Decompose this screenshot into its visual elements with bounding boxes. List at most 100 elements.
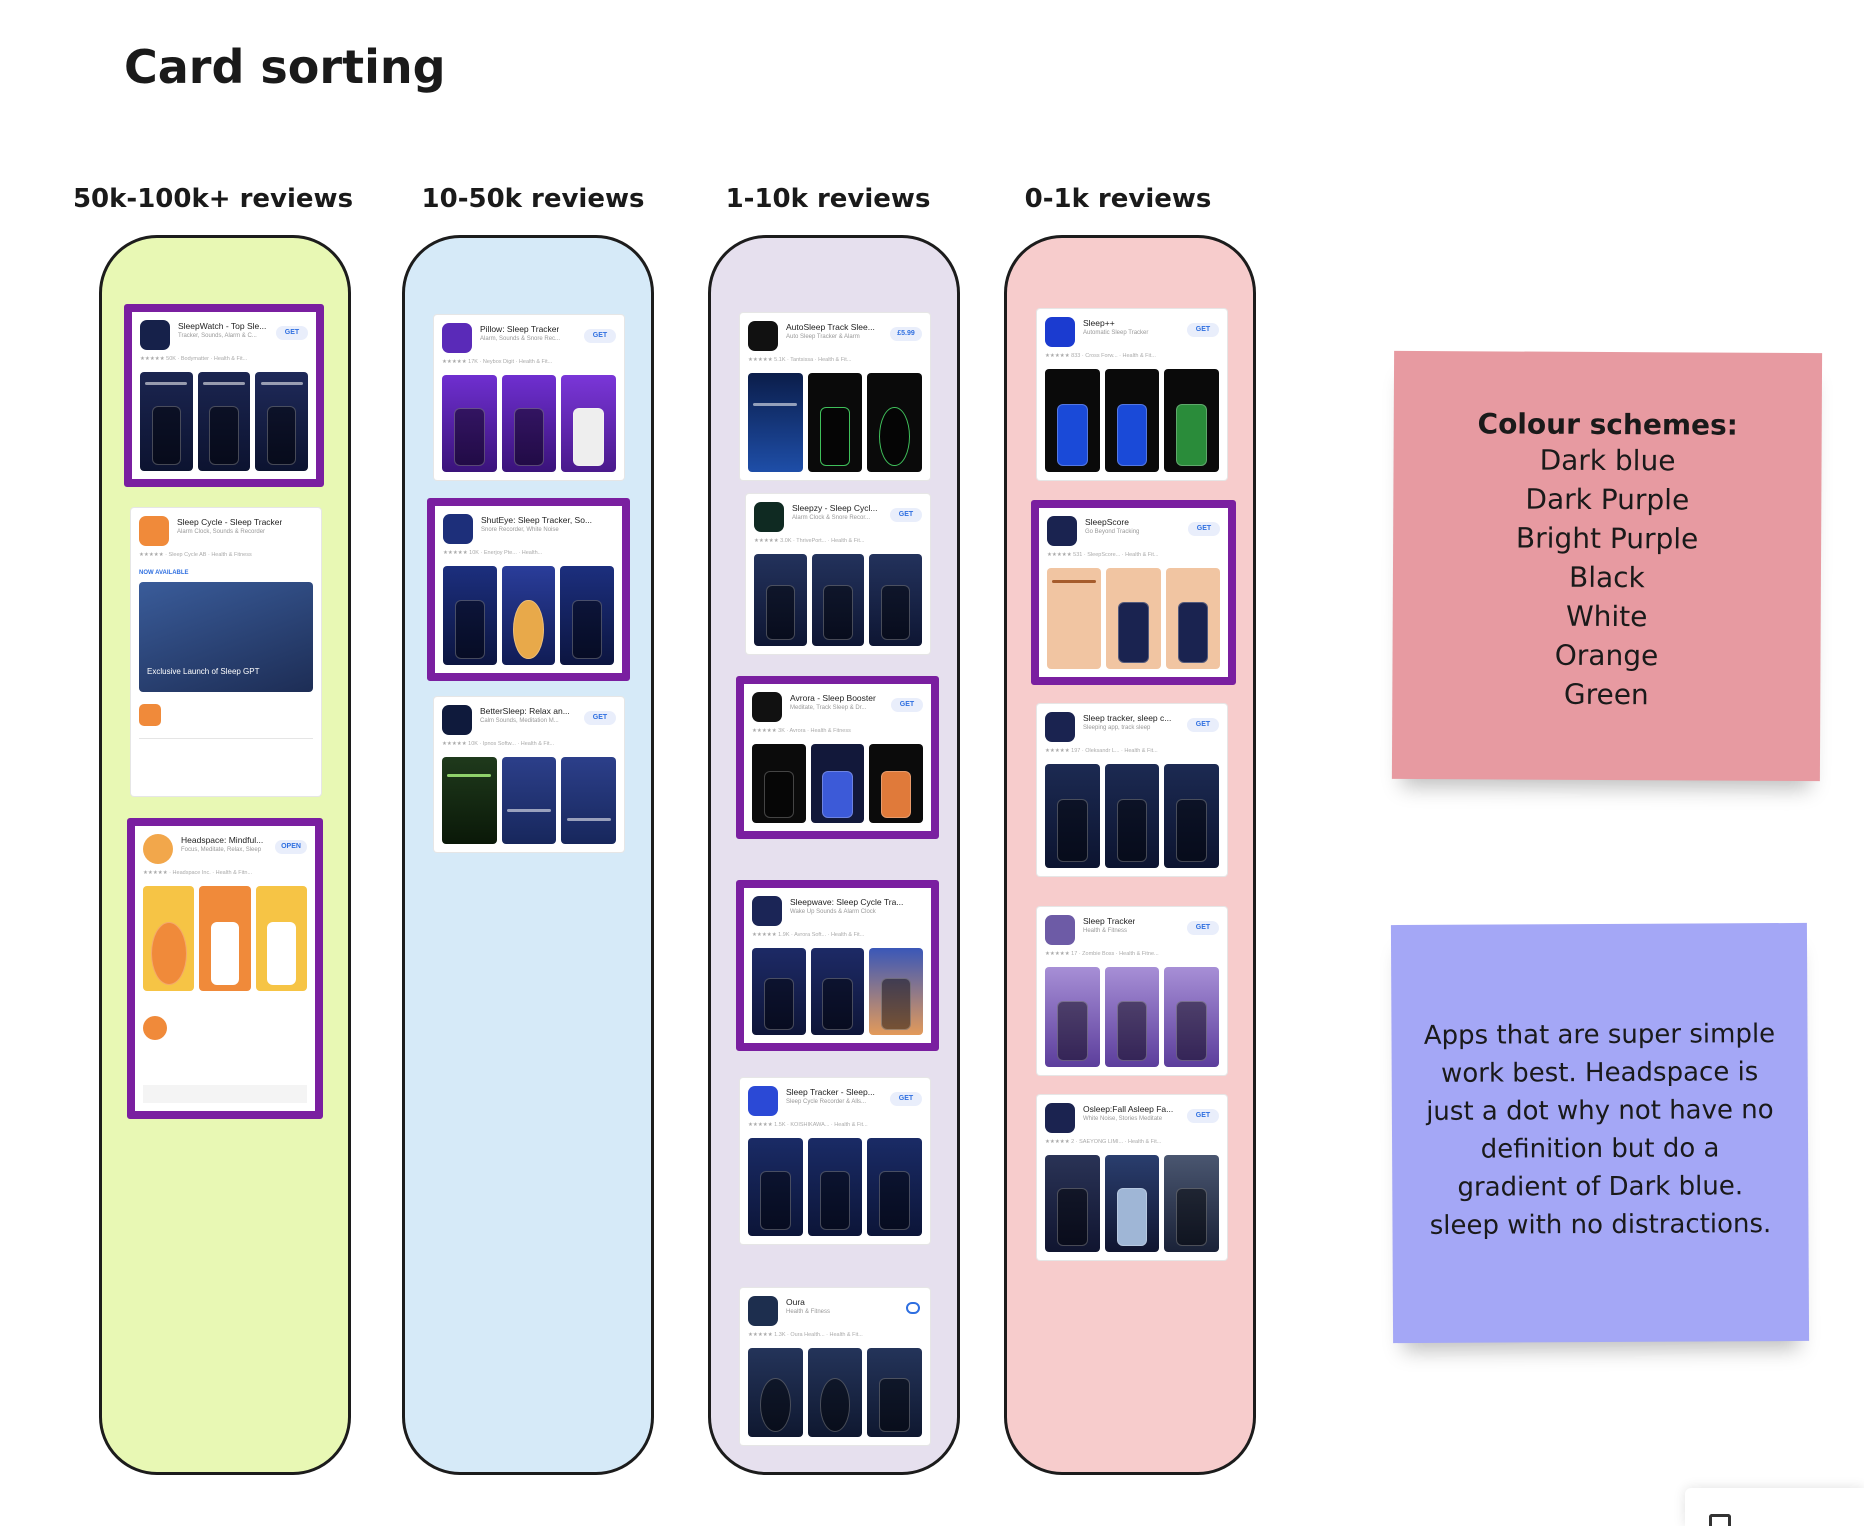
app-meta: ★★★★★ 531 · SleepScore... · Health & Fit…: [1047, 552, 1159, 558]
moon-icon: [752, 896, 782, 926]
app-meta: ★★★★★ 197 · Oleksandr L... · Health & Fi…: [1045, 748, 1158, 754]
get-button[interactable]: GET: [890, 1092, 922, 1106]
screenshots: [1045, 369, 1220, 472]
download-cloud-icon[interactable]: [906, 1302, 920, 1314]
screenshot: [501, 566, 556, 665]
screenshot: [748, 373, 803, 472]
screenshots: [442, 757, 617, 844]
screenshot: [1045, 967, 1100, 1067]
screenshots: [748, 1348, 923, 1437]
screenshots: [1045, 967, 1220, 1067]
get-button[interactable]: GET: [1187, 323, 1219, 337]
app-subtitle: Alarm Clock & Snore Recor...: [792, 515, 871, 521]
avrora-icon: [752, 692, 782, 722]
calendar-icon[interactable]: [1709, 1514, 1731, 1526]
screenshot: [255, 372, 309, 471]
get-button[interactable]: GET: [1187, 921, 1219, 935]
note-line: Dark Purple: [1525, 482, 1690, 517]
screenshot: [867, 373, 923, 472]
app-card-sleepwatch[interactable]: SleepWatch - Top Sle... Tracker, Sounds,…: [124, 304, 324, 487]
divider: [139, 738, 313, 739]
app-name: SleepWatch - Top Sle...: [178, 321, 267, 331]
app-card-shuteye[interactable]: ShutEye: Sleep Tracker, So... Snore Reco…: [427, 498, 630, 681]
app-card-avrora[interactable]: Avrora - Sleep Booster Meditate, Track S…: [736, 676, 939, 839]
screenshots: [443, 566, 615, 665]
screenshot: [752, 744, 806, 823]
get-button[interactable]: GET: [1187, 718, 1219, 732]
sticky-note-insight[interactable]: Apps that are super simple work best. He…: [1390, 922, 1810, 1344]
app-card-oura[interactable]: Oura Health & Fitness ★★★★★ 1.3K · Oura …: [740, 1288, 930, 1445]
app-meta: ★★★★★ 10K · Ipnos Softw... · Health & Fi…: [442, 741, 555, 747]
screenshots: [1045, 764, 1220, 868]
app-card-autosleep[interactable]: AutoSleep Track Slee... Auto Sleep Track…: [740, 313, 930, 480]
note-line: Dark blue: [1539, 443, 1676, 478]
screenshots: [1047, 568, 1220, 669]
app-name: SleepScore: [1085, 517, 1129, 527]
app-card-bettersleep[interactable]: BetterSleep: Relax an... Calm Sounds, Me…: [434, 697, 624, 852]
app-subtitle: Meditate, Track Sleep & Dr...: [790, 705, 867, 711]
headspace-dot-icon: [143, 834, 173, 864]
app-subtitle: Focus, Meditate, Relax, Sleep: [181, 847, 262, 853]
now-available-tag: NOW AVAILABLE: [139, 570, 189, 576]
get-button[interactable]: GET: [1188, 522, 1220, 536]
screenshots: [140, 372, 309, 471]
app-meta: ★★★★★ 10K · Enerjoy Pte... · Health...: [443, 550, 543, 556]
screenshot: [1164, 369, 1220, 472]
screenshot: [197, 372, 251, 471]
app-card-sleepscore[interactable]: SleepScore Go Beyond Tracking GET ★★★★★ …: [1031, 500, 1236, 685]
board-title: Card sorting: [124, 40, 446, 94]
get-button[interactable]: GET: [584, 329, 616, 343]
get-button[interactable]: GET: [890, 508, 922, 522]
app-subtitle: Sleep Cycle Recorder & Alls...: [786, 1099, 867, 1105]
promo-text: Exclusive Launch of Sleep GPT: [147, 667, 260, 676]
screenshots: [442, 375, 617, 472]
screenshot: [807, 1138, 863, 1236]
app-card-sleeptracker-3[interactable]: Sleep Tracker Health & Fitness GET ★★★★★…: [1037, 907, 1227, 1075]
app-subtitle: White Noise, Stories Meditate: [1083, 1116, 1163, 1122]
app-meta: ★★★★★ · Sleep Cycle AB · Health & Fitnes…: [139, 552, 252, 558]
app-card-pillow[interactable]: Pillow: Sleep Tracker Alarm, Sounds & Sn…: [434, 315, 624, 480]
toolbar-widget[interactable]: [1685, 1488, 1864, 1526]
get-button[interactable]: GET: [891, 698, 923, 712]
column-header-10-50k: 10-50k reviews: [421, 184, 645, 214]
column-10-50k: Pillow: Sleep Tracker Alarm, Sounds & Sn…: [402, 235, 654, 1475]
app-subtitle: Sleeping app, track sleep: [1083, 725, 1151, 731]
screenshot: [869, 554, 923, 646]
promo-banner[interactable]: Exclusive Launch of Sleep GPT: [139, 582, 313, 692]
screenshot: [199, 886, 251, 991]
app-card-sleepzy[interactable]: Sleepzy - Sleep Cycl... Alarm Clock & Sn…: [746, 494, 930, 654]
app-subtitle: Health & Fitness: [786, 1309, 831, 1315]
pillow-icon: [442, 323, 472, 353]
app-card-sleeptracker-2[interactable]: Sleep tracker, sleep c... Sleeping app, …: [1037, 704, 1227, 876]
screenshot: [748, 1348, 803, 1437]
app-subtitle: Snore Recorder, White Noise: [481, 527, 559, 533]
note-line: Bright Purple: [1515, 521, 1699, 556]
app-card-osleep[interactable]: Osleep:Fall Asleep Fa... White Noise, St…: [1037, 1095, 1227, 1260]
app-subtitle: Alarm, Sounds & Snore Rec...: [480, 336, 561, 342]
screenshots: [754, 554, 923, 646]
note-line: Orange: [1554, 638, 1659, 673]
screenshot: [561, 757, 617, 844]
app-subtitle: Auto Sleep Tracker & Alarm: [786, 334, 860, 340]
app-card-headspace[interactable]: Headspace: Mindful... Focus, Meditate, R…: [127, 818, 323, 1119]
screenshots: [143, 886, 307, 991]
app-card-sleeppp[interactable]: Sleep++ Automatic Sleep Tracker GET ★★★★…: [1037, 309, 1227, 480]
get-button[interactable]: GET: [584, 711, 616, 725]
open-button[interactable]: OPEN: [275, 840, 307, 854]
app-subtitle: Wake Up Sounds & Alarm Clock: [790, 909, 876, 915]
sticky-note-colour-schemes[interactable]: Colour schemes: Dark blue Dark Purple Br…: [1391, 350, 1823, 782]
price-button[interactable]: £5.99: [890, 327, 922, 341]
app-meta: ★★★★★ · Headspace Inc. · Health & Fitn..…: [143, 870, 253, 876]
app-subtitle: Calm Sounds, Meditation M...: [480, 718, 559, 724]
alarm-clock-icon: [139, 516, 169, 546]
get-button[interactable]: GET: [276, 326, 308, 340]
screenshot: [810, 948, 865, 1035]
app-card-sleeptracker-1[interactable]: Sleep Tracker - Sleep... Sleep Cycle Rec…: [740, 1078, 930, 1244]
app-card-sleepcycle[interactable]: Sleep Cycle - Sleep Tracker Alarm Clock,…: [131, 508, 321, 796]
get-button[interactable]: GET: [1187, 1109, 1219, 1123]
ring-icon: [748, 1296, 778, 1326]
screenshot: [1045, 1155, 1100, 1252]
note-line: White: [1565, 599, 1648, 634]
app-card-sleepwave[interactable]: Sleepwave: Sleep Cycle Tra... Wake Up So…: [736, 880, 939, 1051]
screenshot: [1104, 967, 1160, 1067]
